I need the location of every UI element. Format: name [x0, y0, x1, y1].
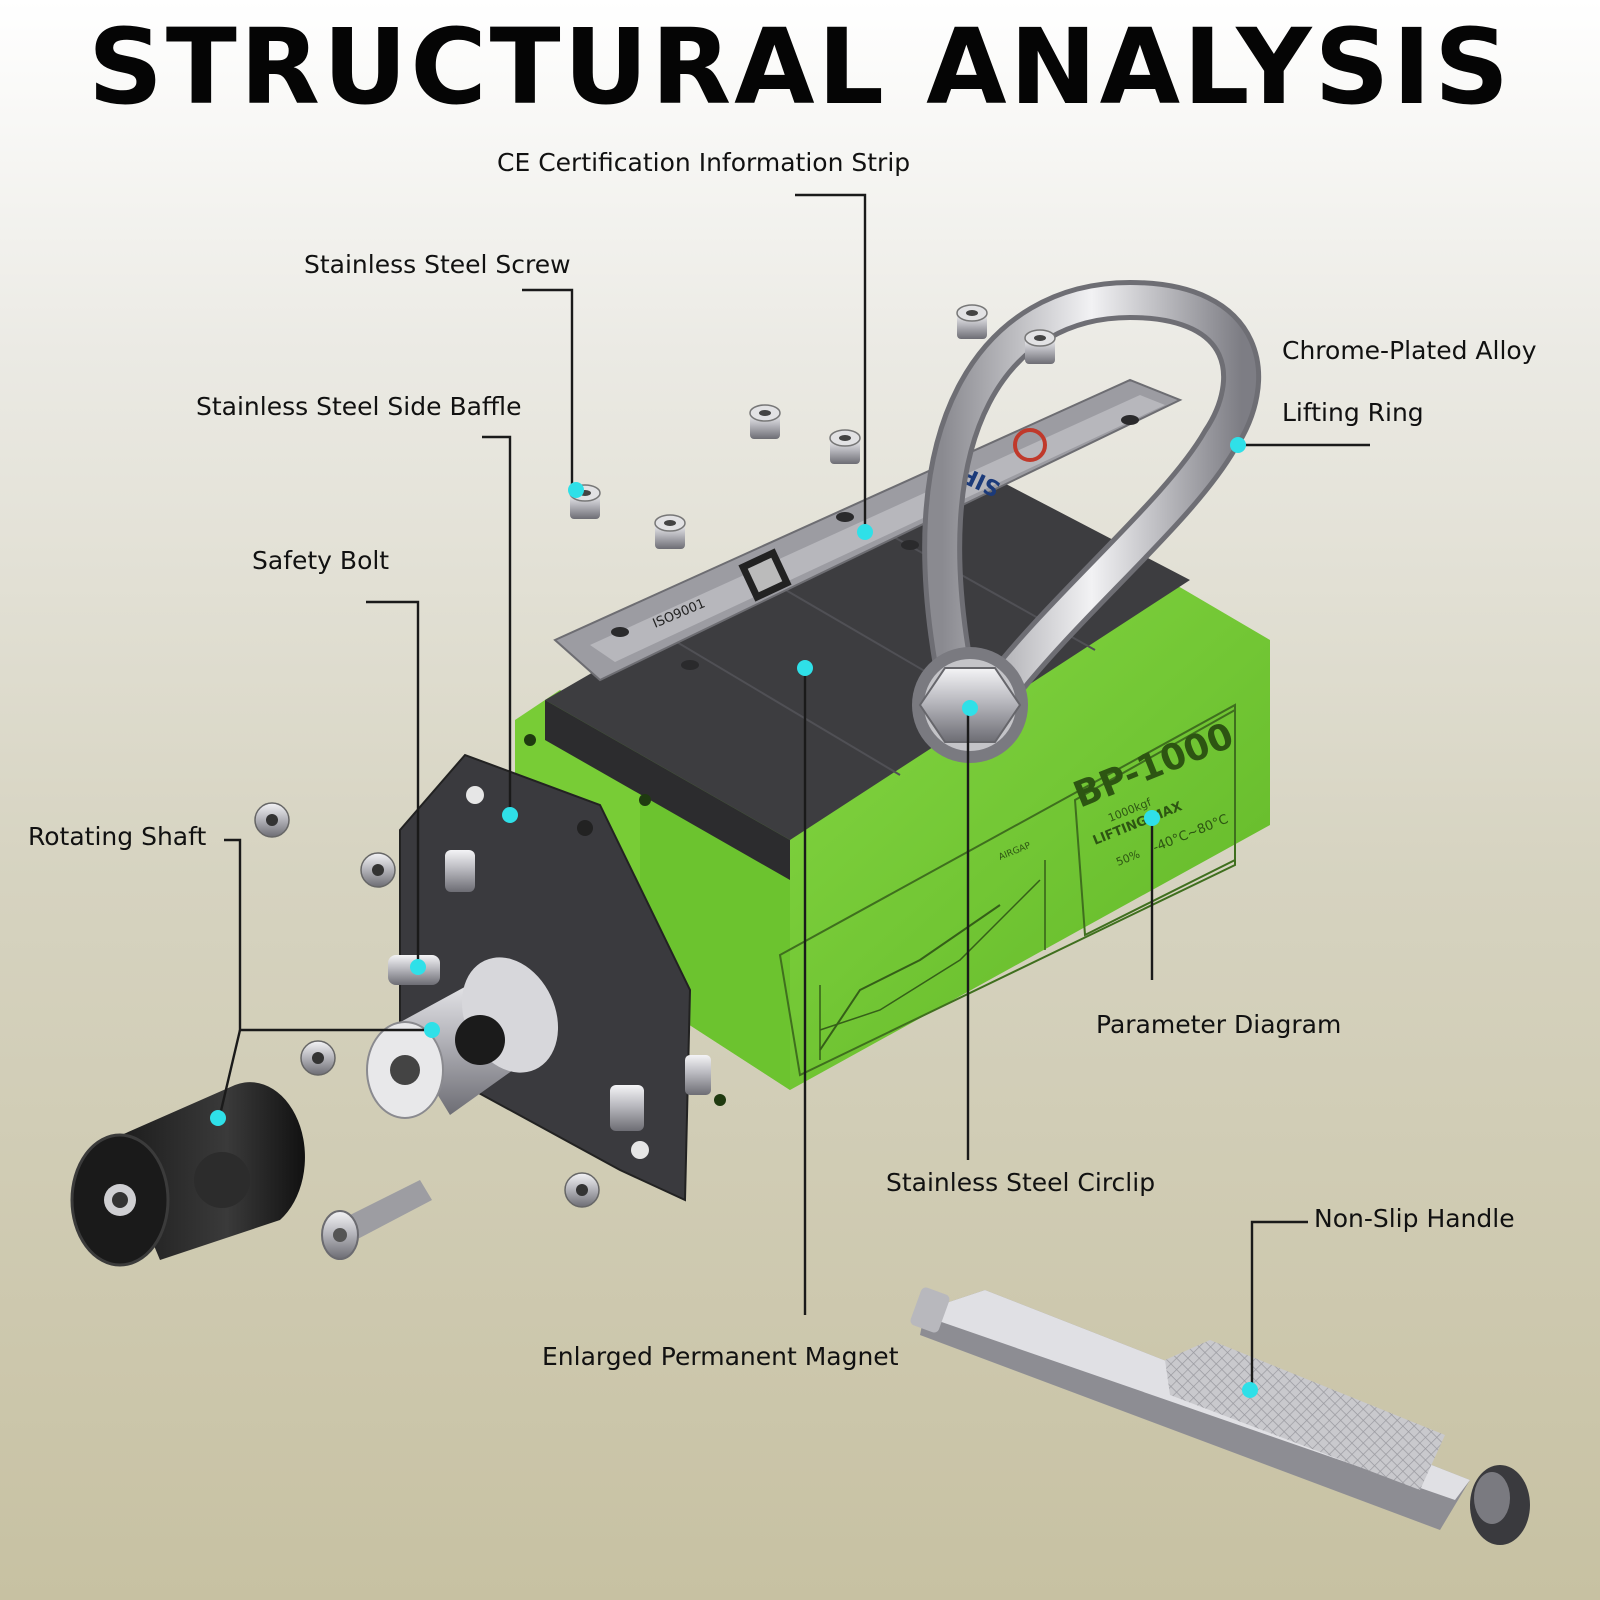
loose-screw [321, 1180, 432, 1260]
dot-ce-strip [857, 524, 873, 540]
label-parameter-diagram: Parameter Diagram [1096, 1010, 1342, 1039]
leader-side-baffle [482, 435, 512, 815]
rotating-shaft [366, 957, 559, 1119]
leader-rotating-shaft [224, 838, 432, 1032]
dot-safety-bolt [410, 959, 426, 975]
label-rotating-shaft: Rotating Shaft [28, 822, 207, 851]
leader-handle [1250, 1220, 1308, 1390]
label-safety-bolt: Safety Bolt [252, 546, 390, 575]
dot-side-baffle [502, 807, 518, 823]
leader-safety-bolt [366, 600, 420, 965]
handle [910, 1287, 1530, 1545]
dot-rotating-shaft [424, 1022, 440, 1038]
dot-lifting-ring [1230, 437, 1246, 453]
label-screw: Stainless Steel Screw [304, 250, 571, 279]
dot-magnet [797, 660, 813, 676]
leader-screw [522, 288, 574, 490]
dot-screw [568, 482, 584, 498]
label-magnet: Enlarged Permanent Magnet [542, 1342, 899, 1371]
label-ce-strip: CE Certification Information Strip [497, 148, 911, 177]
marker-dots [210, 437, 1258, 1398]
label-circlip: Stainless Steel Circlip [886, 1168, 1156, 1197]
label-side-baffle: Stainless Steel Side Baffle [196, 392, 522, 421]
dot-circlip [962, 700, 978, 716]
dot-parameter-diagram [1144, 810, 1160, 826]
dot-shaft-knob [210, 1110, 226, 1126]
leader-ce-strip [795, 193, 867, 530]
dot-handle [1242, 1382, 1258, 1398]
leader-rotating-shaft-branch [218, 1029, 242, 1116]
page-title: STRUCTURAL ANALYSIS [87, 6, 1513, 128]
label-lifting-ring-line2: Lifting Ring [1282, 398, 1424, 427]
leader-lines [218, 193, 1370, 1390]
label-handle: Non-Slip Handle [1314, 1204, 1515, 1233]
spacer-nuts [254, 304, 1056, 1208]
label-lifting-ring-line1: Chrome-Plated Alloy [1282, 336, 1537, 365]
shaft-knob [70, 1082, 305, 1267]
